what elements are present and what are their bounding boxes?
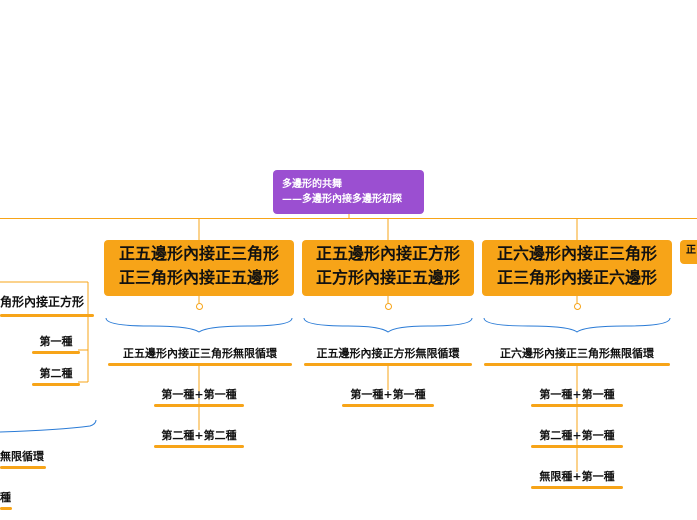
root-subtitle: ——多邊形內接多邊形初探 xyxy=(282,194,402,205)
branch3-child-1[interactable]: 第一種+第一種 xyxy=(531,386,623,407)
main-node-2[interactable]: 正五邊形內接正方形 正方形內接正五邊形 xyxy=(302,240,474,296)
left-partial-bottom-label: 種 xyxy=(0,491,11,504)
main-node-4-partial[interactable]: 正 xyxy=(680,240,697,264)
main-node-1[interactable]: 正五邊形內接正三角形 正三角形內接正五邊形 xyxy=(104,240,294,296)
left-partial-item-2[interactable]: 第二種 xyxy=(32,365,80,386)
left-partial-bottom-underline xyxy=(0,507,12,510)
main-node-3[interactable]: 正六邊形內接正三角形 正三角形內接正六邊形 xyxy=(482,240,672,296)
left-partial-item-2-label: 第二種 xyxy=(39,367,73,380)
branch1-child-2-underline xyxy=(154,445,244,448)
main-node-2-line1: 正五邊形內接正方形 xyxy=(315,244,460,263)
loop-node-3-underline xyxy=(484,363,670,366)
branch2-child-1-label: 第一種+第一種 xyxy=(350,388,426,401)
brace-2 xyxy=(303,317,473,333)
brace-1 xyxy=(105,317,293,333)
left-partial-item-2-underline xyxy=(32,383,80,386)
brace-3 xyxy=(483,317,671,333)
branch1-child-1[interactable]: 第一種+第一種 xyxy=(154,386,244,407)
branch1-child-2-label: 第二種+第二種 xyxy=(161,429,237,442)
left-partial-item-1[interactable]: 第一種 xyxy=(32,333,80,354)
branch3-child-3-underline xyxy=(531,486,623,489)
branch1-child-1-underline xyxy=(154,404,244,407)
left-partial-title[interactable]: 角形內接正方形 xyxy=(0,293,94,317)
branch3-child-2[interactable]: 第二種+第一種 xyxy=(531,427,623,448)
left-partial-item-1-label: 第一種 xyxy=(39,335,73,348)
loop-node-1-label: 正五邊形內接正三角形無限循環 xyxy=(123,347,277,360)
main-node-1-line2: 正三角形內接正五邊形 xyxy=(118,268,279,287)
main-node-3-line2: 正三角形內接正六邊形 xyxy=(496,268,657,287)
main-node-1-line1: 正五邊形內接正三角形 xyxy=(118,244,279,263)
branch3-child-1-label: 第一種+第一種 xyxy=(539,388,615,401)
left-partial-loop-underline xyxy=(0,466,46,469)
root-node[interactable]: 多邊形的共舞 ——多邊形內接多邊形初探 xyxy=(273,170,424,214)
branch1-child-1-label: 第一種+第一種 xyxy=(161,388,237,401)
loop-node-2-underline xyxy=(304,363,472,366)
branch3-child-2-underline xyxy=(531,445,623,448)
loop-node-3[interactable]: 正六邊形內接正三角形無限循環 xyxy=(484,345,670,366)
main-node-3-line1: 正六邊形內接正三角形 xyxy=(496,244,657,263)
loop-node-1[interactable]: 正五邊形內接正三角形無限循環 xyxy=(108,345,292,366)
left-partial-loop[interactable]: 無限循環 xyxy=(0,448,46,469)
main-node-2-line2: 正方形內接正五邊形 xyxy=(315,268,460,287)
loop-node-2-label: 正五邊形內接正方形無限循環 xyxy=(316,347,460,360)
collapse-toggle-1[interactable] xyxy=(196,303,203,310)
branch3-child-1-underline xyxy=(531,404,623,407)
left-partial-title-underline xyxy=(0,314,94,317)
left-partial-title-label: 角形內接正方形 xyxy=(0,295,85,309)
branch3-child-2-label: 第二種+第一種 xyxy=(539,429,615,442)
loop-node-3-label: 正六邊形內接正三角形無限循環 xyxy=(500,347,654,360)
branch1-child-2[interactable]: 第二種+第二種 xyxy=(154,427,244,448)
loop-node-1-underline xyxy=(108,363,292,366)
collapse-toggle-2[interactable] xyxy=(385,303,392,310)
branch2-child-1[interactable]: 第一種+第一種 xyxy=(342,386,434,407)
root-title: 多邊形的共舞 xyxy=(282,179,342,190)
left-partial-loop-label: 無限循環 xyxy=(0,450,44,463)
main-node-4-label: 正 xyxy=(686,245,696,256)
branch2-child-1-underline xyxy=(342,404,434,407)
left-partial-item-1-underline xyxy=(32,351,80,354)
left-partial-bottom[interactable]: 種 xyxy=(0,489,12,510)
branch3-child-3-label: 無限種+第一種 xyxy=(539,470,615,483)
branch3-child-3[interactable]: 無限種+第一種 xyxy=(531,468,623,489)
brace-left xyxy=(0,419,97,433)
loop-node-2[interactable]: 正五邊形內接正方形無限循環 xyxy=(304,345,472,366)
collapse-toggle-3[interactable] xyxy=(574,303,581,310)
